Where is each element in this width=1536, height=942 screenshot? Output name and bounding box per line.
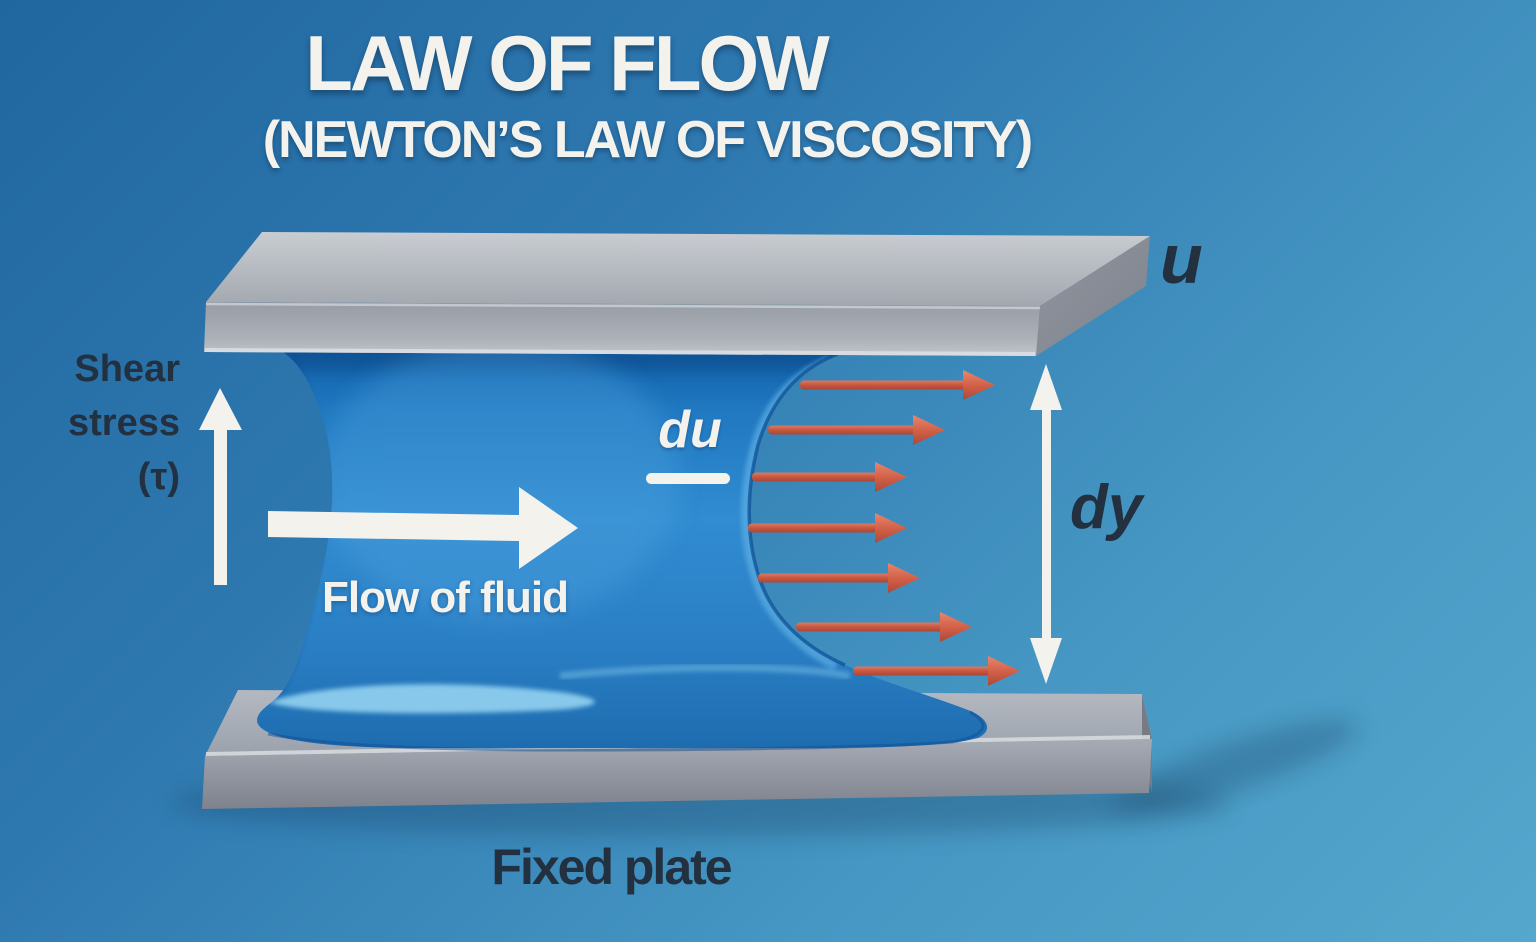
shear-stress-label: Shear stress (τ): [0, 342, 180, 504]
dy-label: dy: [1070, 473, 1143, 542]
dy-double-arrow: [1030, 364, 1062, 684]
white-arrows: [199, 364, 1062, 684]
bottom-plate-front-face: [202, 739, 1152, 809]
fluid-gloss-streak: [268, 684, 595, 714]
velocity-arrow: [752, 462, 907, 492]
shear-stress-line2: stress: [68, 402, 180, 444]
shear-stress-line1: Shear: [74, 348, 180, 390]
velocity-arrows: [748, 370, 1020, 686]
page-subtitle: (NEWTON’S LAW OF VISCOSITY): [262, 111, 1033, 169]
top-plate: [204, 232, 1150, 356]
shear-stress-line3: (τ): [137, 456, 180, 498]
fluid: [257, 352, 988, 752]
du-label: du: [658, 401, 722, 459]
velocity-arrow: [796, 612, 972, 642]
flow-of-fluid-label: Flow of fluid: [322, 573, 569, 622]
velocity-arrow: [768, 415, 945, 445]
velocity-arrow: [800, 370, 995, 400]
velocity-arrow: [748, 513, 907, 543]
page-title: LAW OF FLOW: [305, 19, 830, 107]
top-plate-front-face: [204, 302, 1040, 356]
velocity-arrow: [758, 563, 920, 593]
velocity-arrow: [853, 656, 1020, 686]
flow-arrow: [268, 487, 578, 569]
du-fraction-bar: [646, 473, 730, 484]
top-plate-right-face: [1036, 236, 1150, 356]
shear-stress-arrow: [199, 388, 242, 585]
top-plate-top-face: [206, 232, 1150, 306]
fixed-plate-label: Fixed plate: [491, 839, 732, 895]
u-velocity-label: u: [1160, 220, 1203, 298]
